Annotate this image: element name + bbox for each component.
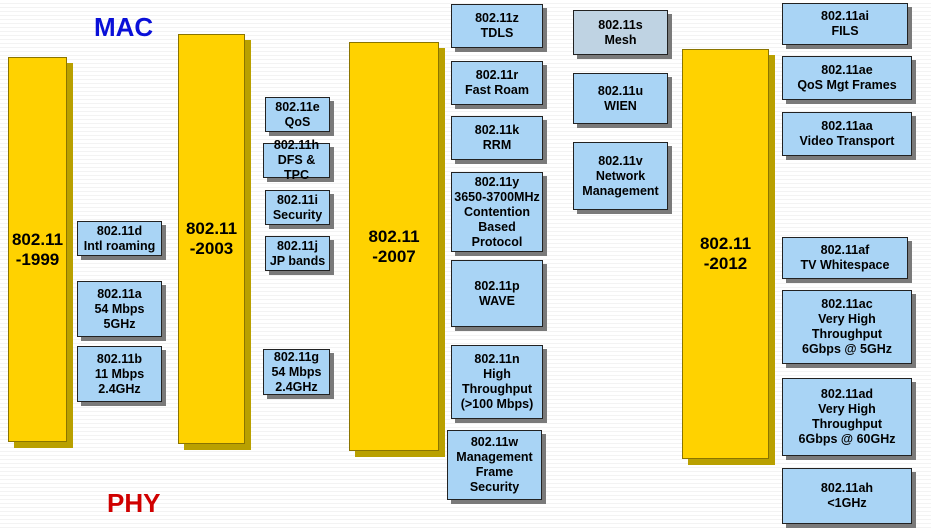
amendment-802-11g: 802.11g 54 Mbps 2.4GHz xyxy=(263,349,330,395)
amendment-802-11n: 802.11n High Throughput (>100 Mbps) xyxy=(451,345,543,419)
amendment-802-11ad: 802.11ad Very High Throughput 6Gbps @ 60… xyxy=(782,378,912,456)
amendment-802-11ac: 802.11ac Very High Throughput 6Gbps @ 5G… xyxy=(782,290,912,364)
amendment-802-11d: 802.11d Intl roaming xyxy=(77,221,162,256)
amendment-802-11h: 802.11h DFS & TPC xyxy=(263,138,330,182)
amendment-802-11af: 802.11af TV Whitespace xyxy=(782,237,908,279)
amendment-802-11i: 802.11i Security xyxy=(265,190,330,225)
release-2012: 802.11 -2012 xyxy=(682,49,769,459)
amendment-802-11w: 802.11w Management Frame Security xyxy=(447,430,542,500)
amendment-802-11a: 802.11a 54 Mbps 5GHz xyxy=(77,281,162,337)
release-2003: 802.11 -2003 xyxy=(178,34,245,444)
amendment-802-11ai: 802.11ai FILS xyxy=(782,3,908,45)
amendment-802-11s: 802.11s Mesh xyxy=(573,10,668,55)
release-1999: 802.11 -1999 xyxy=(8,57,67,442)
phy-label: PHY xyxy=(107,488,161,518)
amendment-802-11ae: 802.11ae QoS Mgt Frames xyxy=(782,56,912,100)
release-2007: 802.11 -2007 xyxy=(349,42,439,451)
amendment-802-11u: 802.11u WIEN xyxy=(573,73,668,124)
amendment-802-11z: 802.11z TDLS xyxy=(451,4,543,48)
amendment-802-11k: 802.11k RRM xyxy=(451,116,543,160)
amendment-802-11p: 802.11p WAVE xyxy=(451,260,543,327)
amendment-802-11j: 802.11j JP bands xyxy=(265,236,330,271)
amendment-802-11ah: 802.11ah <1GHz xyxy=(782,468,912,524)
amendment-802-11e: 802.11e QoS xyxy=(265,97,330,132)
amendment-802-11aa: 802.11aa Video Transport xyxy=(782,112,912,156)
amendment-802-11v: 802.11v Network Management xyxy=(573,142,668,210)
amendment-802-11r: 802.11r Fast Roam xyxy=(451,61,543,105)
mac-label: MAC xyxy=(94,12,154,42)
amendment-802-11b: 802.11b 11 Mbps 2.4GHz xyxy=(77,346,162,402)
amendment-802-11y: 802.11y 3650-3700MHz Contention Based Pr… xyxy=(451,172,543,252)
